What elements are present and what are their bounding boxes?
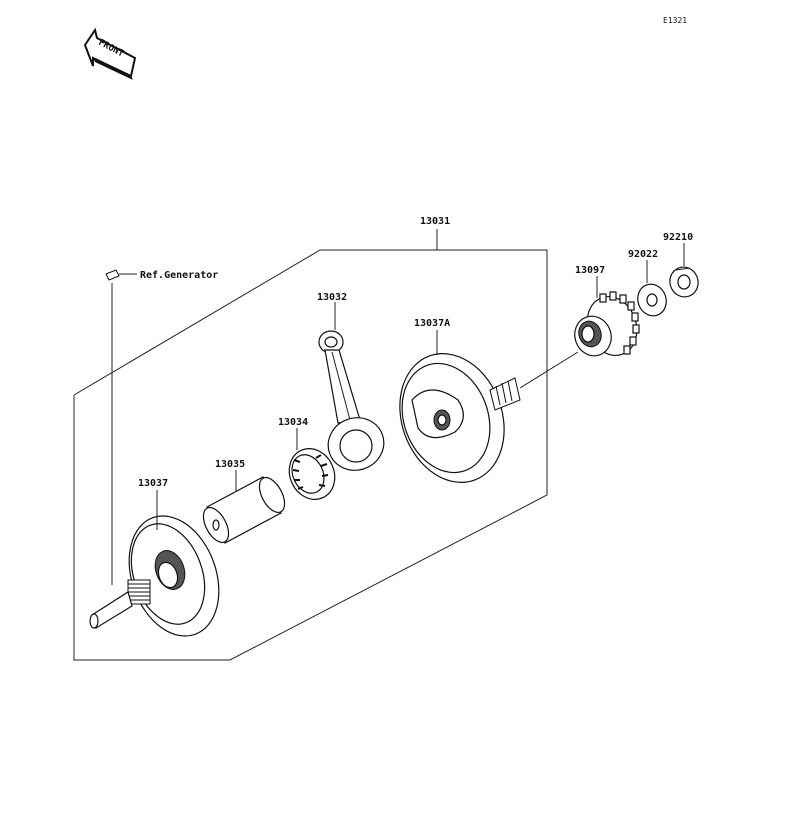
label-92210: 92210 xyxy=(663,232,693,243)
diagram-code: E1321 xyxy=(663,16,687,25)
washer-92022 xyxy=(637,283,667,317)
right-crank-flywheel-13037A xyxy=(399,351,579,483)
left-crank-flywheel-13037 xyxy=(89,515,220,637)
ref-generator-marker xyxy=(105,269,137,585)
nut-92210 xyxy=(669,266,699,298)
ref-generator-label: Ref.Generator xyxy=(140,270,218,281)
label-13032: 13032 xyxy=(317,292,347,303)
label-13031: 13031 xyxy=(420,216,450,227)
assembly-outline xyxy=(73,249,548,661)
label-13035: 13035 xyxy=(215,459,245,470)
label-13037: 13037 xyxy=(138,478,168,489)
front-arrow-icon: FRONT xyxy=(83,27,137,80)
needle-bearing-13034 xyxy=(288,448,336,500)
crank-pin-13035 xyxy=(202,476,286,544)
gear-13097 xyxy=(574,291,640,357)
label-13037A: 13037A xyxy=(414,318,450,329)
label-13034: 13034 xyxy=(278,417,308,428)
label-13097: 13097 xyxy=(575,265,605,276)
connecting-rod-13032 xyxy=(318,330,385,471)
label-92022: 92022 xyxy=(628,249,658,260)
